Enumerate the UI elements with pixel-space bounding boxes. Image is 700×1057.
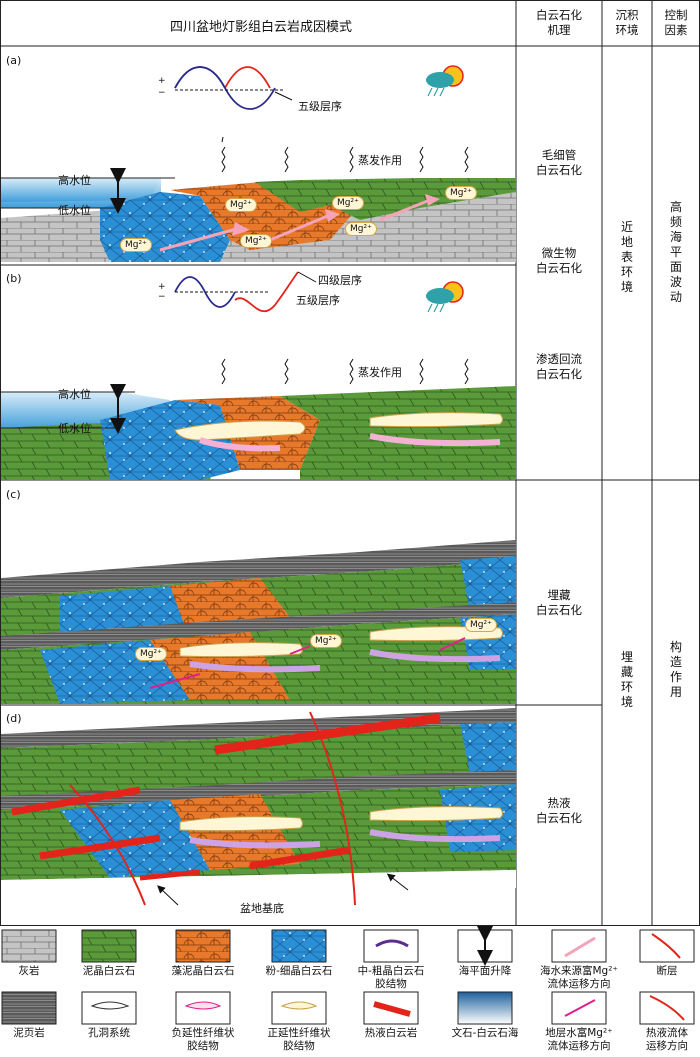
- panel-d-label: (d): [6, 712, 22, 725]
- header-control: 控制 因素: [664, 8, 688, 37]
- legend-seawater-mg-fluid: 海水来源富Mg²⁺流体运移方向: [540, 965, 618, 990]
- mechanism-seepage: 渗透回流 白云石化: [536, 352, 582, 381]
- legend-pore-cave-system: 孔洞系统: [88, 1027, 130, 1039]
- legend-positive-fibrous-cement: 正延性纤维状胶结物: [267, 1027, 331, 1052]
- panel-c-label: (c): [6, 488, 21, 501]
- legend-fine-crystalline-dolomite: 粉-细晶白云石: [265, 965, 333, 977]
- mg-ion-badge: Mg²⁺: [465, 618, 497, 632]
- panel-d-geology: [1, 708, 516, 910]
- mechanism-microbial: 微生物 白云石化: [536, 246, 582, 275]
- plus-sign: +: [158, 282, 166, 292]
- panel-a-label: (a): [6, 54, 22, 67]
- minus-sign: −: [158, 88, 166, 98]
- legend-mud-shale: 泥页岩: [13, 1027, 45, 1039]
- plus-sign: +: [158, 76, 166, 86]
- legend-fault: 断层: [656, 965, 678, 977]
- panel-a-low-water: 低水位: [58, 204, 91, 217]
- mg-ion-badge: Mg²⁺: [332, 196, 364, 210]
- legend-swatches: [1, 926, 695, 1025]
- panel-b-low-water: 低水位: [58, 422, 91, 435]
- panel-a-high-water: 高水位: [58, 174, 91, 187]
- mg-ion-badge: Mg²⁺: [240, 234, 272, 248]
- mechanism-burial: 埋藏 白云石化: [536, 588, 582, 617]
- legend-formation-water-mg-fluid: 地层水富Mg²⁺流体运移方向: [545, 1027, 613, 1052]
- legend-micritic-dolomite: 泥晶白云石: [82, 965, 136, 977]
- header-mechanism: 白云石化 机理: [536, 8, 582, 37]
- mechanism-hydrothermal: 热液 白云石化: [536, 796, 582, 825]
- sun-cloud-icon: [426, 281, 464, 313]
- mg-ion-badge: Mg²⁺: [135, 647, 167, 661]
- mg-ion-badge: Mg²⁺: [120, 238, 152, 252]
- panel-b-label: (b): [6, 272, 22, 285]
- panel-c-geology: [1, 540, 516, 704]
- panel-b-sequence5: 五级层序: [296, 294, 340, 307]
- mechanism-capillary: 毛细管 白云石化: [536, 148, 582, 177]
- panel-d-basement: 盆地基底: [240, 902, 284, 915]
- panel-a-sequence: 五级层序: [298, 100, 342, 113]
- minus-sign: −: [158, 292, 166, 302]
- control-tectonic: 构造作用: [669, 640, 682, 699]
- panel-b-evaporation: 蒸发作用: [358, 366, 402, 379]
- mg-ion-badge: Mg²⁺: [310, 634, 342, 648]
- legend-sea-level-change: 海平面升降: [458, 965, 512, 977]
- legend-medium-coarse-dolomite-cement: 中-粗晶白云石胶结物: [357, 965, 425, 990]
- legend-stromatolite-sea: 文石-白云石海: [451, 1027, 519, 1039]
- panel-a-evaporation: 蒸发作用: [358, 154, 402, 167]
- mg-ion-badge: Mg²⁺: [345, 222, 377, 236]
- legend-hydrothermal-dolomite: 热液白云岩: [364, 1027, 418, 1039]
- mg-ion-badge: Mg²⁺: [225, 198, 257, 212]
- legend-limestone: 灰岩: [18, 965, 40, 977]
- legend-algal-micritic-dolomite: 藻泥晶白云石: [171, 965, 235, 977]
- environment-burial: 埋藏环境: [620, 650, 633, 709]
- control-sea-level: 高频海平面波动: [669, 200, 682, 304]
- header-environment: 沉积 环境: [615, 8, 639, 37]
- panel-b-sequence4: 四级层序: [318, 274, 362, 287]
- diagram-title: 四川盆地灯影组白云岩成因模式: [170, 20, 353, 35]
- legend-hydrothermal-fluid: 热液流体运移方向: [646, 1027, 688, 1052]
- environment-near-surface: 近地表环境: [620, 220, 633, 294]
- sun-cloud-icon: [426, 65, 464, 97]
- panel-b-geology: [1, 271, 516, 480]
- panel-a-geology: [1, 65, 516, 262]
- legend-negative-fibrous-cement: 负延性纤维状胶结物: [171, 1027, 235, 1052]
- mg-ion-badge: Mg²⁺: [445, 186, 477, 200]
- panel-b-high-water: 高水位: [58, 388, 91, 401]
